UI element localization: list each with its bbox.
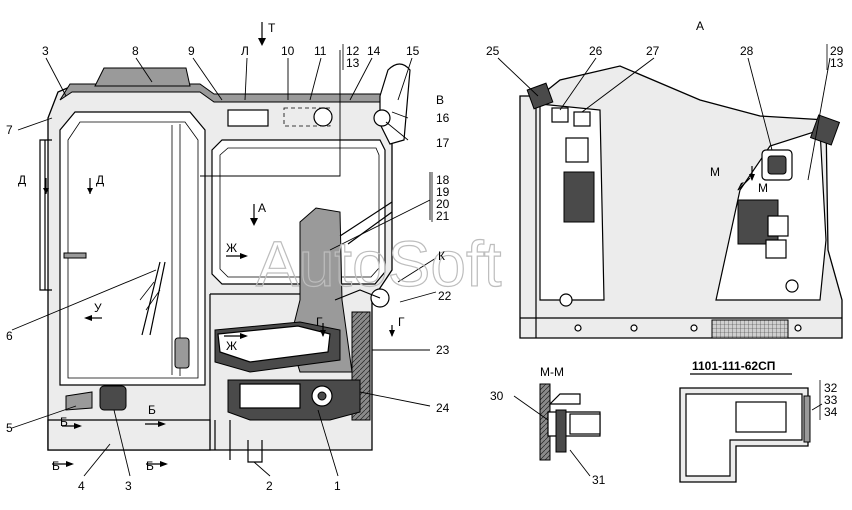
view-letter-A-arrow: А: [258, 201, 266, 215]
watermark: AutoSoft: [256, 228, 502, 300]
callout-25: 25: [486, 44, 500, 58]
callout-3-bottom: 3: [125, 479, 132, 493]
part-detail: [679, 373, 823, 483]
view-letter-Zh-upper: Ж: [226, 241, 237, 255]
view-letter-D-left: Д: [18, 173, 26, 187]
callout-15: 15: [406, 44, 420, 58]
view-letter-M-right: М: [758, 181, 768, 195]
callout-27: 27: [646, 44, 660, 58]
callout-13-view-a: 13: [830, 56, 844, 70]
callout-30: 30: [490, 389, 504, 403]
callout-1: 1: [334, 479, 341, 493]
section-m-m: [513, 383, 601, 477]
roof-lamp: [313, 107, 333, 127]
callout-numbers: 3 8 9 10 11 12 13 14 15 16 17 7 18 19 20…: [6, 44, 844, 493]
callout-29: 29: [830, 44, 844, 58]
view-letter-K: К: [438, 249, 445, 263]
view-letter-V: В: [436, 93, 444, 107]
view-letter-U: У: [94, 301, 102, 315]
view-letter-B-bottom-left: Б: [52, 459, 60, 473]
door-hinge: [174, 337, 190, 369]
callout-21: 21: [436, 209, 450, 223]
wiper: [141, 261, 166, 336]
callout-22: 22: [438, 289, 452, 303]
view-letter-M-left: М: [710, 165, 720, 179]
callout-7: 7: [6, 123, 13, 137]
part-number-title: 1101-111-62СП: [692, 359, 775, 373]
step: [65, 391, 93, 411]
view-a-leaders: [497, 57, 831, 181]
callout-28: 28: [740, 44, 754, 58]
callout-16: 16: [436, 111, 450, 125]
view-letter-G-right: Г: [398, 315, 405, 329]
mirror: [379, 63, 411, 145]
callout-10: 10: [281, 44, 295, 58]
callout-17: 17: [436, 136, 450, 150]
callout-12: 12: [346, 44, 360, 58]
callout-14: 14: [367, 44, 381, 58]
section-title: М-М: [540, 365, 564, 379]
callout-19: 19: [436, 185, 450, 199]
grid-panel: [711, 319, 789, 339]
pedal: [99, 385, 127, 411]
callout-3: 3: [42, 44, 49, 58]
callout-32: 32: [824, 381, 838, 395]
callout-13: 13: [346, 56, 360, 70]
view-letter-T: Т: [268, 21, 276, 35]
cabin-main-view: [39, 63, 411, 463]
callout-5: 5: [6, 421, 13, 435]
callout-34: 34: [824, 405, 838, 419]
callout-33: 33: [824, 393, 838, 407]
view-letters: Т Л В А А Д Д Ж Ж К Г Г У Б Б Б Б М М: [18, 19, 768, 473]
callout-6: 6: [6, 329, 13, 343]
view-letter-G-left: Г: [316, 315, 323, 329]
callout-18: 18: [436, 173, 450, 187]
callout-24: 24: [436, 401, 450, 415]
view-letter-B-bottom-right: Б: [146, 459, 154, 473]
callout-23: 23: [436, 343, 450, 357]
callout-31: 31: [592, 473, 606, 487]
view-letter-L: Л: [241, 44, 249, 58]
view-a: [519, 65, 843, 339]
callout-9: 9: [188, 44, 195, 58]
view-letter-Zh-lower: Ж: [226, 339, 237, 353]
leader-lines: [11, 50, 437, 477]
callout-11: 11: [314, 44, 327, 58]
left-block: [526, 82, 554, 110]
callout-4: 4: [78, 479, 85, 493]
handrail: [39, 139, 52, 291]
view-arrows: [43, 22, 395, 467]
callout-2: 2: [266, 479, 273, 493]
callout-26: 26: [589, 44, 603, 58]
callout-8: 8: [132, 44, 139, 58]
callout-20: 20: [436, 197, 450, 211]
cabin-floor: [47, 419, 211, 451]
roof-console: [227, 109, 269, 127]
view-letter-D-right: Д: [96, 173, 104, 187]
door-frame: [59, 111, 206, 386]
view-letter-B-left: Б: [60, 415, 68, 429]
door-handle: [63, 252, 87, 259]
view-letter-A-title: А: [696, 19, 704, 33]
view-letter-B-upper: Б: [148, 403, 156, 417]
roof-hatch: [94, 67, 191, 87]
